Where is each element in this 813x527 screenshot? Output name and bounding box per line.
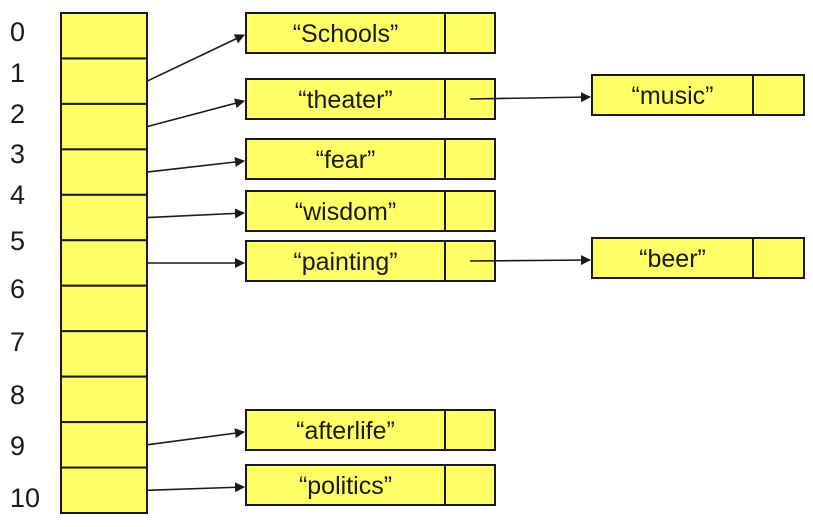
bucket-7 xyxy=(60,330,148,378)
arrow-bucket-9-to-afterlife xyxy=(146,428,245,446)
bucket-2 xyxy=(60,102,148,151)
arrow-bucket-1-to-schools xyxy=(146,34,245,82)
node-label-theater: “theater” xyxy=(298,86,392,114)
bucket-8 xyxy=(60,375,148,424)
bucket-label-5: 5 xyxy=(10,226,25,256)
bucket-label-10: 10 xyxy=(10,483,40,513)
node-label-beer: “beer” xyxy=(639,245,706,273)
bucket-label-6: 6 xyxy=(10,274,25,304)
bucket-label-1: 1 xyxy=(10,58,25,88)
node-label-afterlife: “afterlife” xyxy=(296,417,395,445)
arrow-theater-to-music xyxy=(469,92,591,103)
node-afterlife: “afterlife” xyxy=(245,409,496,451)
node-pointer-cell xyxy=(444,138,496,180)
node-value-cell xyxy=(591,237,754,279)
bucket-3 xyxy=(60,148,148,196)
bucket-1 xyxy=(60,57,148,105)
node-pointer-cell xyxy=(444,464,496,506)
arrow-bucket-2-to-theater xyxy=(146,98,245,128)
node-fear: “fear” xyxy=(245,138,496,180)
node-value-cell xyxy=(245,78,446,120)
arrow-painting-to-beer xyxy=(469,255,591,266)
node-label-politics: “politics” xyxy=(299,472,392,500)
bucket-label-2: 2 xyxy=(10,99,25,129)
node-label-music: “music” xyxy=(632,82,714,110)
node-value-cell xyxy=(245,138,446,180)
node-painting: “painting” xyxy=(245,240,496,282)
bucket-array xyxy=(60,12,148,514)
bucket-9 xyxy=(60,421,148,469)
node-label-schools: “Schools” xyxy=(293,20,399,48)
node-label-painting: “painting” xyxy=(293,248,397,276)
node-label-fear: “fear” xyxy=(316,146,376,174)
bucket-label-3: 3 xyxy=(10,139,25,169)
arrow-bucket-4-to-wisdom xyxy=(146,208,245,219)
arrow-bucket-3-to-fear xyxy=(146,157,245,173)
bucket-5 xyxy=(60,239,148,287)
bucket-label-0: 0 xyxy=(10,17,25,47)
node-pointer-cell xyxy=(444,12,496,54)
node-theater: “theater” xyxy=(245,78,496,120)
bucket-0 xyxy=(60,12,148,60)
arrow-bucket-10-to-politics xyxy=(146,482,245,493)
bucket-label-7: 7 xyxy=(10,327,25,357)
node-wisdom: “wisdom” xyxy=(245,190,496,232)
node-schools: “Schools” xyxy=(245,12,496,54)
node-politics: “politics” xyxy=(245,464,496,506)
bucket-4 xyxy=(60,193,148,242)
node-value-cell xyxy=(245,240,446,282)
node-value-cell xyxy=(245,12,446,54)
node-pointer-cell xyxy=(752,74,805,116)
node-pointer-cell xyxy=(444,190,496,232)
node-pointer-cell xyxy=(444,409,496,451)
node-music: “music” xyxy=(591,74,805,116)
bucket-10 xyxy=(60,466,148,514)
node-value-cell xyxy=(245,409,446,451)
node-pointer-cell xyxy=(752,237,805,279)
bucket-label-4: 4 xyxy=(10,180,25,210)
pointer-arrows xyxy=(146,34,591,493)
chain-nodes: “Schools” “theater” “music” “fear” “wisdom” “… xyxy=(245,12,805,506)
bucket-index-labels: 0 1 2 3 4 5 6 7 8 9 10 xyxy=(10,17,40,513)
node-value-cell xyxy=(245,190,446,232)
node-label-wisdom: “wisdom” xyxy=(295,198,396,226)
node-beer: “beer” xyxy=(591,237,805,279)
bucket-6 xyxy=(60,284,148,333)
bucket-label-9: 9 xyxy=(10,431,25,461)
bucket-label-8: 8 xyxy=(10,380,25,410)
